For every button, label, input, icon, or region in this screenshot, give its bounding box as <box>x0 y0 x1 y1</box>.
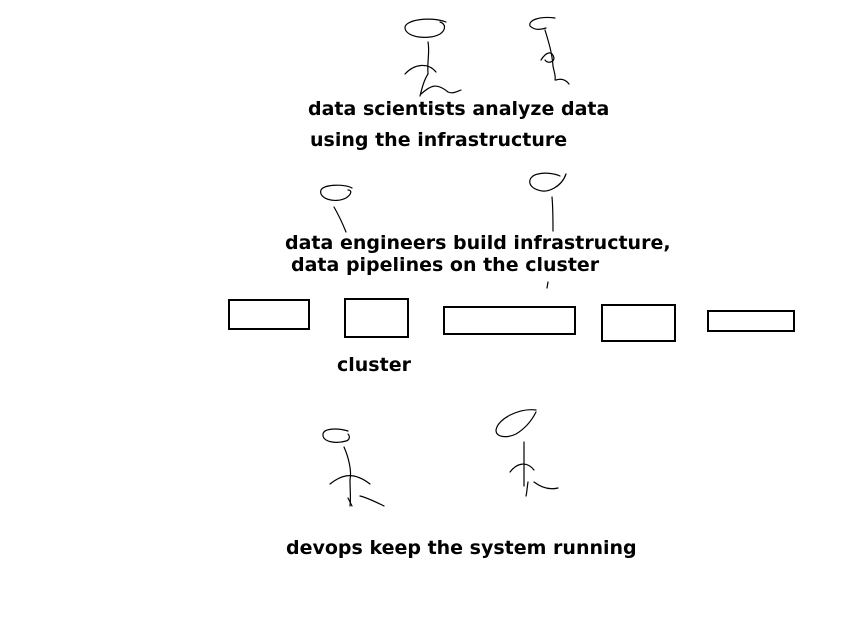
data-engineers-label-line-1: data engineers build infrastructure, <box>285 232 671 254</box>
data-engineer-figure-1 <box>320 184 353 233</box>
cluster-node-5 <box>707 310 795 332</box>
cluster-node-1 <box>228 299 310 330</box>
devops-figure-2 <box>495 409 559 497</box>
data-scientist-figure-2 <box>529 16 570 85</box>
data-scientist-figure-1 <box>404 18 462 97</box>
cluster-label: cluster <box>337 354 411 376</box>
devops-label: devops keep the system running <box>286 537 637 559</box>
data-scientists-label-line-2: using the infrastructure <box>310 129 568 151</box>
data-engineers-label-line-2: data pipelines on the cluster <box>291 254 600 276</box>
cluster-node-4 <box>601 304 676 342</box>
data-scientists-label-line-1: data scientists analyze data <box>308 98 610 120</box>
cluster-node-3 <box>443 306 576 335</box>
data-engineer-figure-2 <box>529 172 567 289</box>
cluster-node-2 <box>344 298 409 338</box>
devops-figure-1 <box>322 428 385 507</box>
